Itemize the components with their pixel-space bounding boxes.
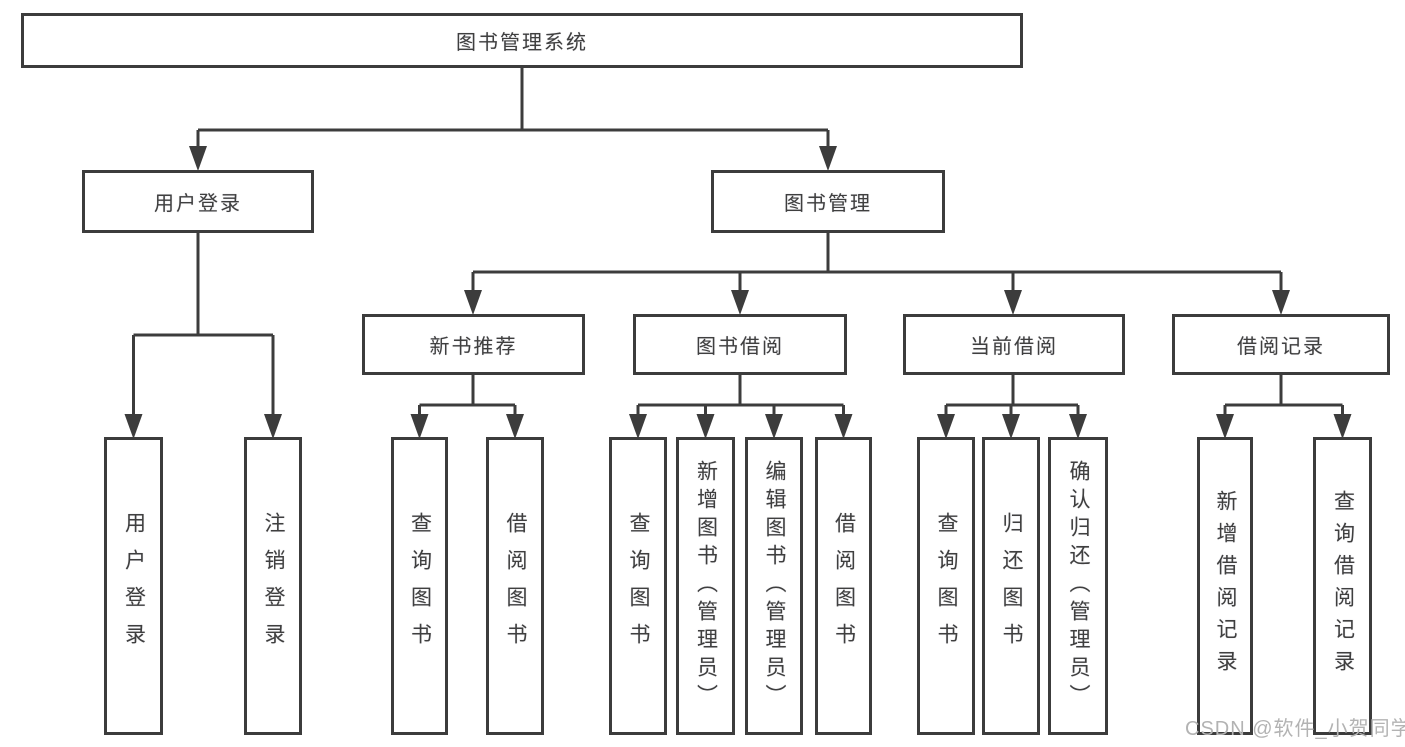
node-label: 用户登录 (154, 193, 242, 215)
leaf-label: 查询图书 (408, 512, 432, 660)
leaf-label: 借阅图书 (832, 512, 856, 660)
leaf-label: 借阅图书 (504, 512, 527, 660)
node-borrowing-records: 借阅记录 (1172, 314, 1390, 375)
csdn-watermark: CSDN @软件_小贺同学 (1185, 718, 1405, 740)
arrowheads (124, 146, 1352, 439)
node-library-management-system: 图书管理系统 (21, 13, 1023, 68)
leaf-query-books-recommend: 查询图书 (391, 437, 448, 735)
node-label: 图书借阅 (696, 336, 784, 358)
leaf-user-login: 用户登录 (104, 437, 163, 735)
leaf-label: 新增借阅记录 (1214, 490, 1237, 682)
leaf-label: 查询图书 (935, 512, 958, 660)
leaf-label: 确认归还（管理员） (1067, 460, 1090, 712)
leaf-add-borrowing-record: 新增借阅记录 (1197, 437, 1253, 735)
leaf-add-books-admin: 新增图书（管理员） (676, 437, 735, 735)
leaf-borrow-books: 借阅图书 (815, 437, 872, 735)
leaf-label: 查询图书 (627, 512, 650, 660)
leaf-label: 注销登录 (262, 512, 285, 660)
leaf-label: 新增图书（管理员） (694, 460, 718, 712)
node-user-login: 用户登录 (82, 170, 314, 233)
leaf-borrow-books-recommend: 借阅图书 (486, 437, 544, 735)
leaf-query-books-current: 查询图书 (917, 437, 975, 735)
node-label: 新书推荐 (429, 336, 518, 358)
leaf-query-books-borrowing: 查询图书 (609, 437, 667, 735)
node-label: 图书管理系统 (456, 32, 588, 54)
leaf-label: 用户登录 (122, 512, 146, 660)
leaf-return-books: 归还图书 (982, 437, 1040, 735)
leaf-label: 归还图书 (1000, 512, 1023, 660)
node-book-management: 图书管理 (711, 170, 945, 233)
leaf-label: 查询借阅记录 (1331, 490, 1355, 682)
node-new-book-recommendation: 新书推荐 (362, 314, 585, 375)
node-book-borrowing: 图书借阅 (633, 314, 847, 375)
node-label: 当前借阅 (970, 336, 1058, 358)
leaf-query-borrowing-record: 查询借阅记录 (1313, 437, 1372, 735)
leaf-label: 编辑图书（管理员） (763, 460, 786, 712)
leaf-confirm-return-admin: 确认归还（管理员） (1048, 437, 1108, 735)
node-label: 图书管理 (784, 193, 872, 215)
leaf-logout: 注销登录 (244, 437, 302, 735)
leaf-edit-books-admin: 编辑图书（管理员） (745, 437, 803, 735)
node-label: 借阅记录 (1237, 336, 1325, 358)
node-current-borrowing: 当前借阅 (903, 314, 1125, 375)
